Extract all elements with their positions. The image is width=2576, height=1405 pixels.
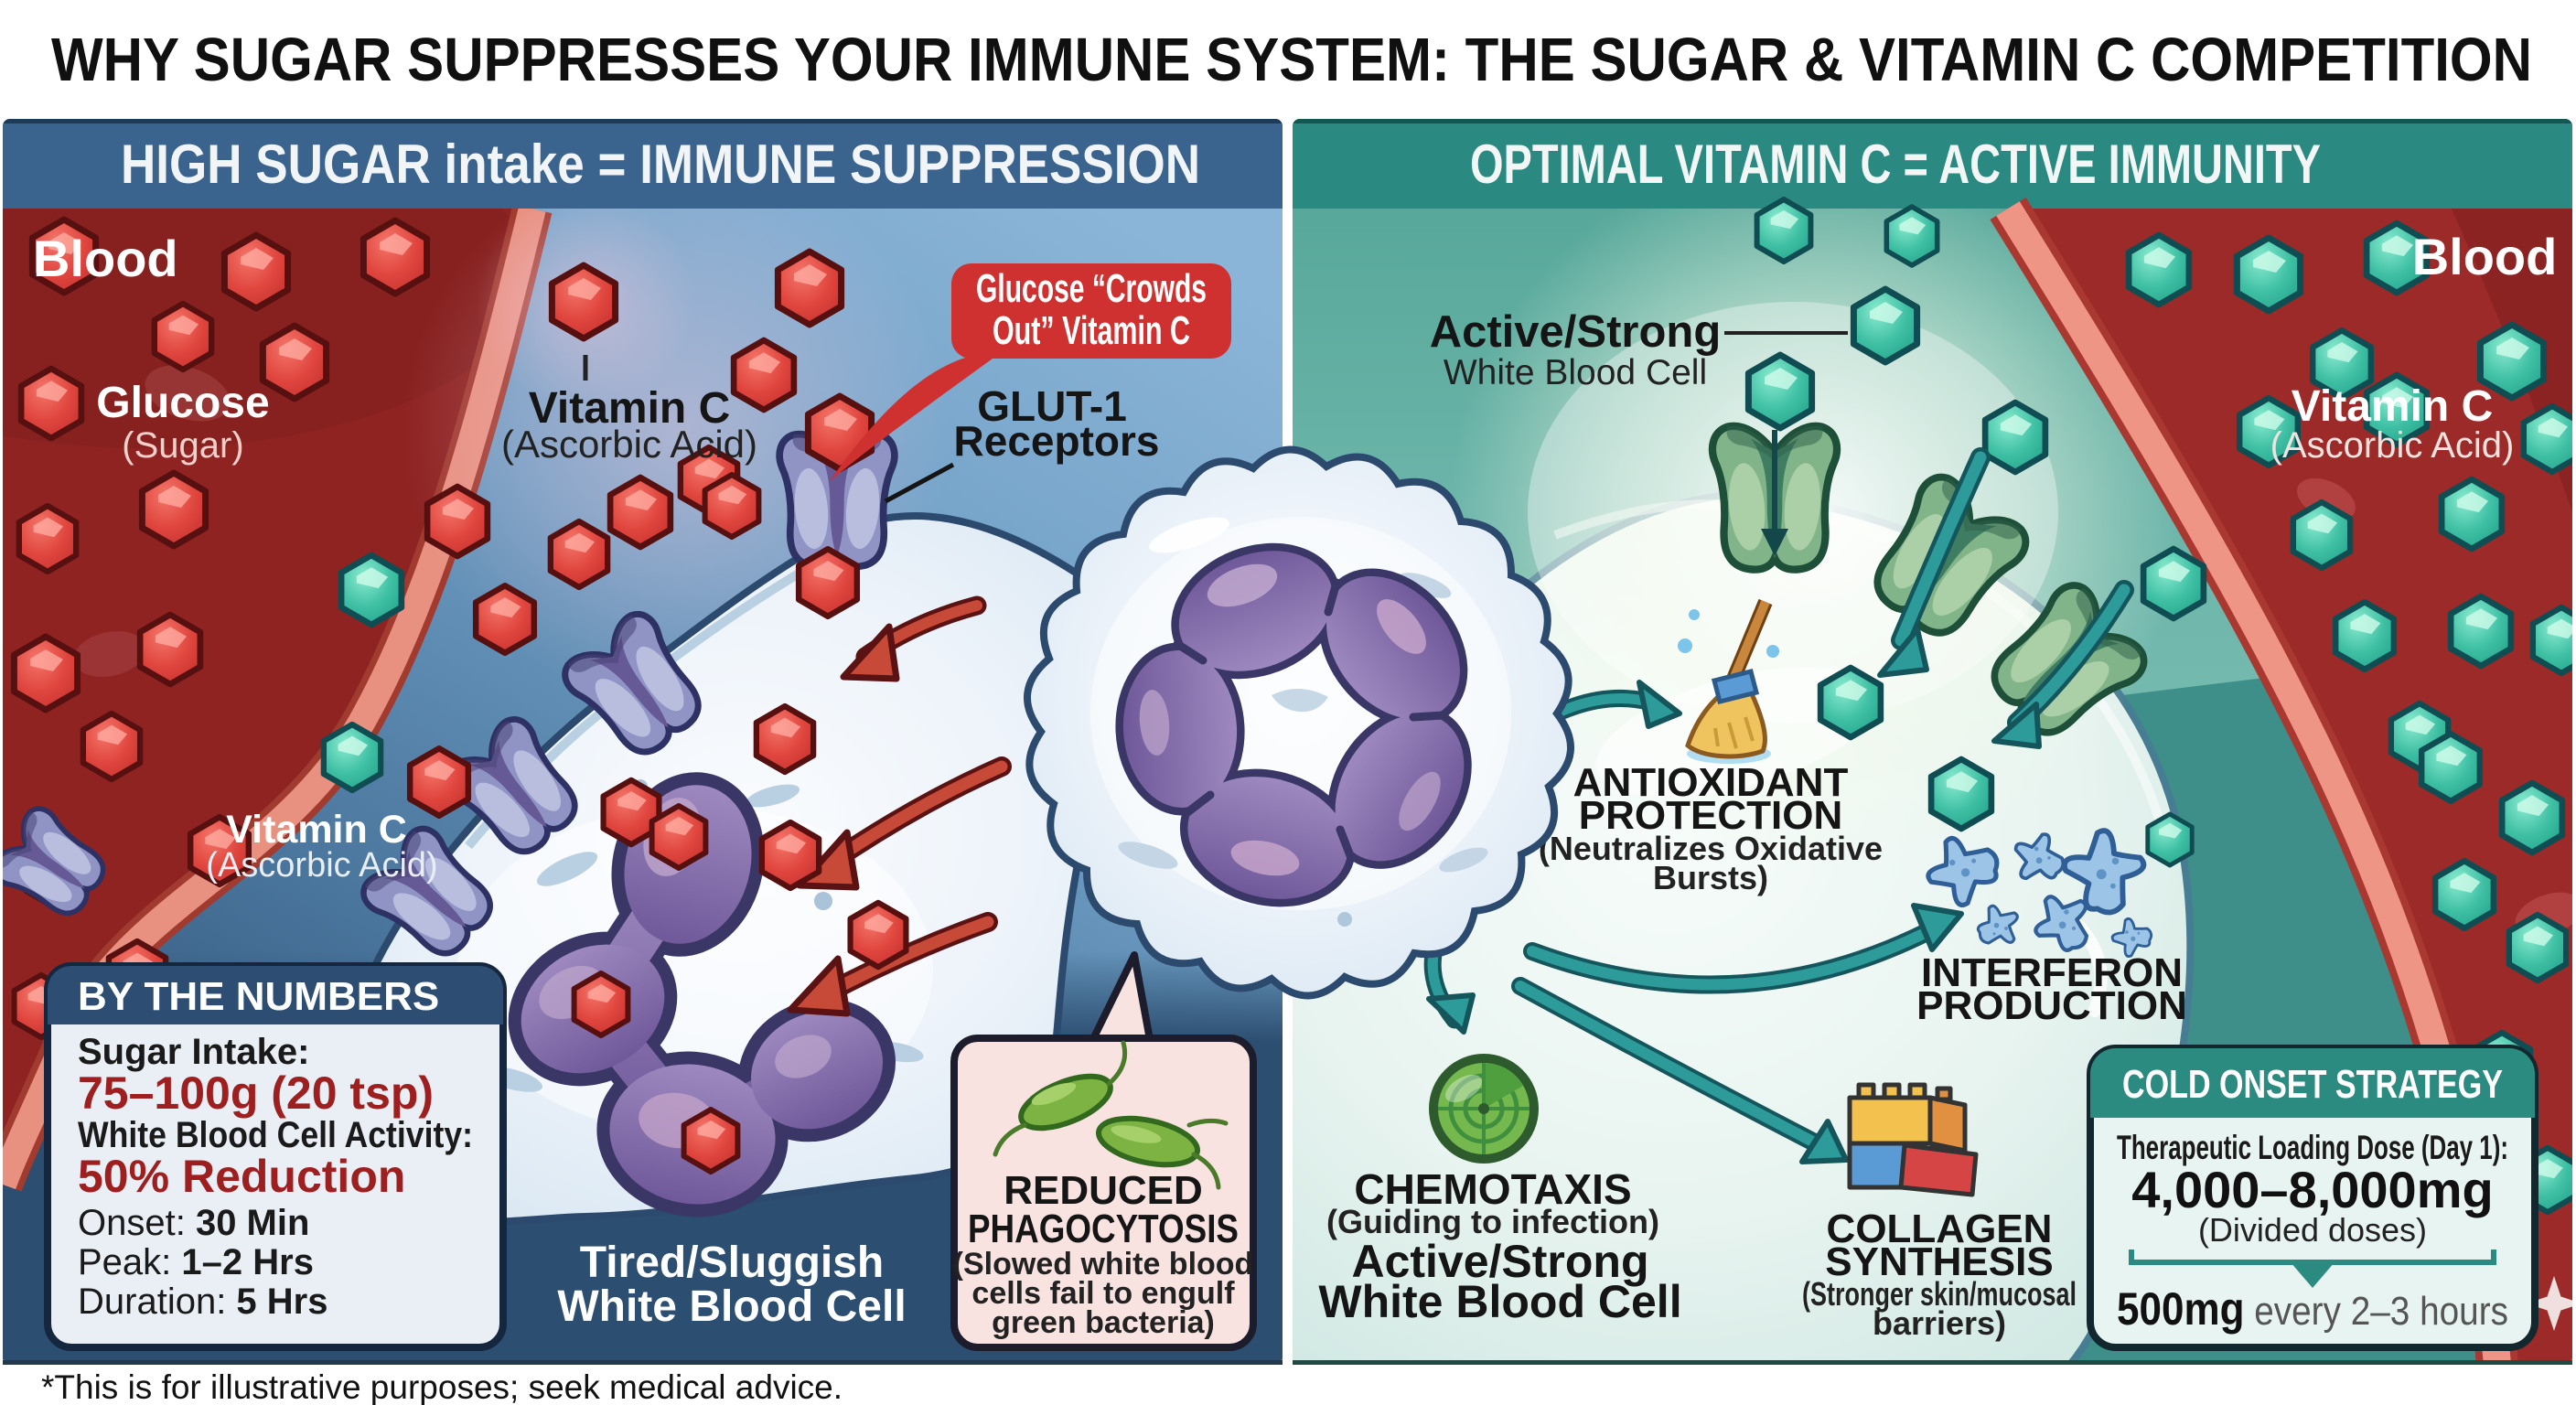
svg-text:HIGH SUGAR intake = IMMUNE SUP: HIGH SUGAR intake = IMMUNE SUPPRESSION (121, 134, 1200, 195)
svg-text:Out” Vitamin C: Out” Vitamin C (993, 308, 1190, 353)
svg-text:Sugar Intake:: Sugar Intake: (78, 1032, 309, 1072)
svg-text:Receptors: Receptors (954, 417, 1160, 465)
svg-text:REDUCED: REDUCED (1004, 1168, 1203, 1213)
svg-text:Blood: Blood (2412, 228, 2558, 285)
svg-text:Duration: 5 Hrs: Duration: 5 Hrs (78, 1282, 327, 1322)
svg-text:WHY SUGAR SUPPRESSES YOUR IMMU: WHY SUGAR SUPPRESSES YOUR IMMUNE SYSTEM:… (51, 26, 2532, 94)
svg-text:BY THE NUMBERS: BY THE NUMBERS (78, 974, 439, 1019)
svg-text:Vitamin C: Vitamin C (226, 808, 407, 852)
svg-text:GLUT-1: GLUT-1 (977, 382, 1127, 430)
svg-text:Blood: Blood (33, 230, 178, 287)
svg-text:(Sugar): (Sugar) (122, 425, 243, 466)
svg-text:barriers): barriers) (1873, 1304, 2006, 1342)
svg-text:(Guiding to infection): (Guiding to infection) (1326, 1203, 1659, 1240)
svg-text:Vitamin C: Vitamin C (529, 384, 731, 433)
svg-text:Tired/Sluggish: Tired/Sluggish (580, 1239, 884, 1287)
svg-text:4,000–8,000mg: 4,000–8,000mg (2131, 1161, 2493, 1218)
svg-text:CHEMOTAXIS: CHEMOTAXIS (1354, 1165, 1631, 1213)
svg-text:75–100g (20 tsp): 75–100g (20 tsp) (78, 1067, 434, 1119)
svg-text:(Stronger skin/mucosal: (Stronger skin/mucosal (1802, 1275, 2077, 1313)
svg-text:Vitamin C: Vitamin C (2292, 382, 2494, 431)
svg-text:(Neutralizes Oxidative: (Neutralizes Oxidative (1539, 830, 1883, 867)
svg-text:Therapeutic Loading Dose (Day: Therapeutic Loading Dose (Day 1): (2117, 1129, 2508, 1166)
svg-text:White Blood Cell: White Blood Cell (1444, 353, 1707, 392)
svg-text:ANTIOXIDANT: ANTIOXIDANT (1573, 760, 1849, 805)
svg-text:PRODUCTION: PRODUCTION (1916, 983, 2187, 1028)
svg-text:COLLAGEN: COLLAGEN (1827, 1207, 2053, 1251)
svg-text:500mg every 2–3 hours: 500mg every 2–3 hours (2117, 1283, 2508, 1335)
svg-text:INTERFERON: INTERFERON (1921, 950, 2183, 995)
svg-text:(Ascorbic Acid): (Ascorbic Acid) (2270, 425, 2515, 466)
svg-text:Peak: 1–2 Hrs: Peak: 1–2 Hrs (78, 1242, 314, 1282)
svg-text:White Blood Cell: White Blood Cell (557, 1282, 906, 1331)
svg-text:(Ascorbic Acid): (Ascorbic Acid) (501, 423, 757, 466)
svg-text:White Blood Cell: White Blood Cell (1318, 1276, 1681, 1327)
svg-text:PROTECTION: PROTECTION (1579, 793, 1842, 838)
svg-text:Onset: 30 Min: Onset: 30 Min (78, 1203, 309, 1243)
svg-text:(Slowed white blood: (Slowed white blood (953, 1247, 1254, 1282)
svg-text:green bacteria): green bacteria) (992, 1305, 1215, 1340)
svg-text:OPTIMAL VITAMIN C = ACTIVE IMM: OPTIMAL VITAMIN C = ACTIVE IMMUNITY (1470, 134, 2321, 195)
svg-text:Glucose “Crowds: Glucose “Crowds (976, 266, 1207, 311)
svg-text:PHAGOCYTOSIS: PHAGOCYTOSIS (968, 1207, 1239, 1251)
svg-text:(Ascorbic Acid): (Ascorbic Acid) (206, 846, 437, 885)
svg-text:(Divided doses): (Divided doses) (2198, 1211, 2427, 1249)
svg-text:White Blood Cell Activity:: White Blood Cell Activity: (78, 1115, 473, 1155)
svg-text:SYNTHESIS: SYNTHESIS (1825, 1239, 2053, 1284)
svg-text:Bursts): Bursts) (1653, 859, 1768, 896)
svg-text:Active/Strong: Active/Strong (1351, 1236, 1648, 1287)
svg-text:*This is for illustrative purp: *This is for illustrative purposes; seek… (41, 1368, 843, 1405)
svg-text:cells fail to engulf: cells fail to engulf (971, 1276, 1235, 1311)
svg-text:COLD ONSET STRATEGY: COLD ONSET STRATEGY (2122, 1062, 2503, 1107)
svg-text:50% Reduction: 50% Reduction (78, 1151, 405, 1202)
svg-text:Active/Strong: Active/Strong (1430, 307, 1722, 357)
svg-text:Glucose: Glucose (96, 379, 269, 427)
